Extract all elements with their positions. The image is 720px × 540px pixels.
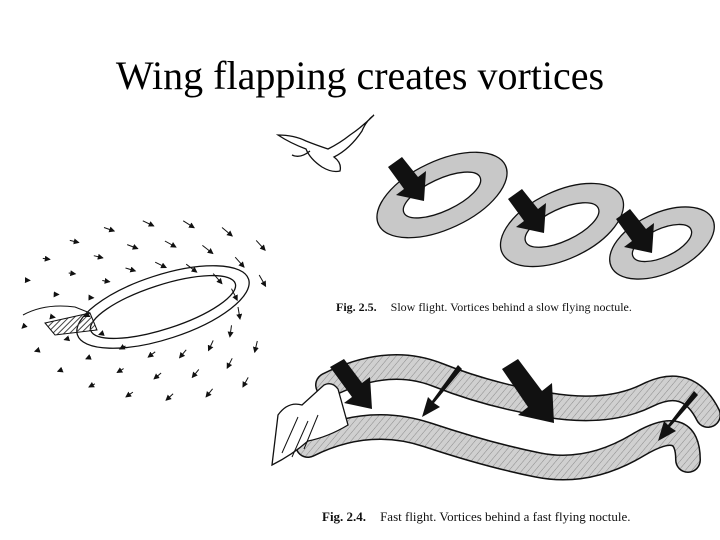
field-arrow xyxy=(255,240,266,251)
fast-flight-diagram xyxy=(271,354,720,481)
field-arrow xyxy=(185,263,198,273)
field-arrow xyxy=(212,273,223,285)
field-arrow xyxy=(33,346,41,353)
figure-label-slow: Fig. 2.5. xyxy=(336,300,377,314)
field-arrow xyxy=(164,240,177,248)
field-arrow xyxy=(242,377,249,388)
field-arrow xyxy=(154,261,167,269)
field-arrows xyxy=(21,220,267,401)
figure-label-fast: Fig. 2.4. xyxy=(322,509,367,524)
field-arrow xyxy=(147,351,156,358)
slow-flight-diagram xyxy=(275,114,715,280)
field-arrow xyxy=(102,277,111,284)
field-arrow xyxy=(125,391,134,398)
field-arrow xyxy=(207,340,214,352)
field-arrow xyxy=(93,253,104,260)
field-arrow xyxy=(116,367,124,374)
field-arrow xyxy=(182,220,195,229)
field-arrow xyxy=(142,220,155,227)
field-arrow xyxy=(252,340,259,354)
slide-title: Wing flapping creates vortices xyxy=(115,53,605,98)
field-arrow xyxy=(68,270,77,277)
bat-silhouette-icon xyxy=(275,114,375,173)
field-arrow xyxy=(226,358,233,369)
field-arrow xyxy=(236,306,243,320)
field-arrow xyxy=(88,381,96,388)
field-arrow xyxy=(63,335,71,342)
field-arrow xyxy=(127,244,139,250)
field-arrow xyxy=(98,330,105,336)
field-arrow xyxy=(202,245,214,255)
figure-text-fast: Fast flight. Vortices behind a fast flyi… xyxy=(380,509,631,524)
figure-caption-slow: Fig. 2.5. Slow flight. Vortices behind a … xyxy=(336,300,632,315)
field-arrow xyxy=(85,354,92,360)
field-arrow xyxy=(153,372,162,380)
field-arrow xyxy=(227,325,234,338)
field-arrow xyxy=(56,366,64,373)
field-arrow xyxy=(178,349,187,359)
field-arrow xyxy=(125,266,137,273)
field-arrow xyxy=(205,388,213,398)
field-arrow xyxy=(42,255,51,262)
bat-silhouette-icon xyxy=(271,383,349,467)
wing-tip xyxy=(44,312,98,336)
downwash-arrow-icon xyxy=(330,359,698,441)
field-arrow xyxy=(118,344,126,350)
field-arrow xyxy=(234,256,245,268)
field-arrow xyxy=(103,226,116,233)
field-arrow xyxy=(165,393,174,401)
figure-caption-fast: Fig. 2.4. Fast flight. Vortices behind a … xyxy=(322,509,631,525)
vortex-field-diagram xyxy=(21,220,267,401)
field-arrow xyxy=(221,227,233,237)
field-arrow xyxy=(231,288,238,302)
field-arrow xyxy=(191,369,200,379)
downwash-arrow-icon xyxy=(388,157,654,253)
figure-text-slow: Slow flight. Vortices behind a slow flyi… xyxy=(390,300,632,314)
field-arrow xyxy=(69,238,80,245)
field-arrow xyxy=(258,274,267,288)
